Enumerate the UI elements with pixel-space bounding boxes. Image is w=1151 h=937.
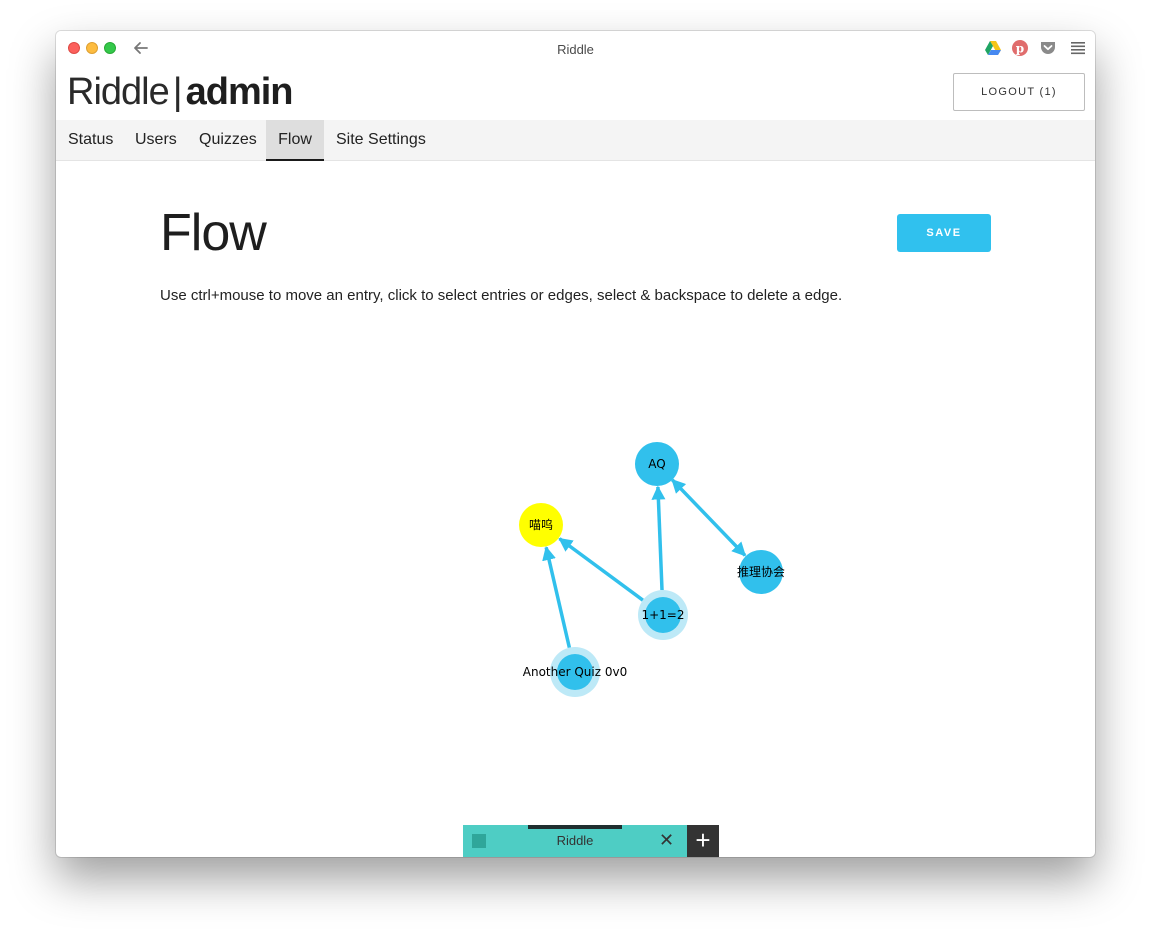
svg-text:p: p	[1016, 42, 1024, 56]
site-logo[interactable]: Riddle|admin	[67, 71, 294, 113]
node-circle[interactable]	[519, 503, 563, 547]
title-bar: Riddle p	[56, 31, 1095, 67]
node-label: 1+1=2	[641, 608, 684, 622]
bottom-dock: Riddle ✕ +	[463, 825, 719, 857]
node-circle[interactable]	[635, 442, 679, 486]
logout-button[interactable]: LOGOUT (1)	[953, 73, 1085, 111]
graph-node-another[interactable]: Another Quiz 0v0	[523, 647, 627, 697]
save-button[interactable]: SAVE	[897, 214, 991, 252]
tab-users[interactable]: Users	[135, 131, 177, 148]
pocket-icon[interactable]	[1039, 39, 1057, 57]
minimize-window-button[interactable]	[86, 42, 98, 54]
dock-tab-indicator	[528, 825, 622, 829]
tab-flow[interactable]: Flow	[266, 120, 324, 161]
graph-node-tuili[interactable]: 推理协会	[737, 550, 785, 594]
browser-window: Riddle p Riddle|admin LOGOUT (1) Status …	[56, 31, 1095, 857]
logo-text-admin: admin	[185, 71, 294, 113]
graph-edge-another-miaowu[interactable]	[542, 546, 572, 649]
tab-favicon-icon	[472, 834, 486, 848]
graph-edge-onetwo-aq[interactable]	[651, 485, 666, 591]
back-arrow-icon[interactable]	[132, 39, 150, 57]
close-icon[interactable]: ✕	[659, 830, 675, 850]
tab-status[interactable]: Status	[68, 131, 114, 148]
node-circle[interactable]	[557, 654, 593, 690]
graph-edge-aq-tuili[interactable]	[670, 478, 747, 557]
close-window-button[interactable]	[68, 42, 80, 54]
dock-tab-riddle[interactable]: Riddle ✕	[463, 825, 687, 857]
graph-node-onetwo[interactable]: 1+1=2	[638, 590, 688, 640]
graph-edge-onetwo-miaowu[interactable]	[558, 537, 644, 602]
graph-node-aq[interactable]: AQ	[635, 442, 679, 486]
page-title: Flow	[160, 204, 267, 262]
tab-site-settings[interactable]: Site Settings	[336, 131, 426, 148]
node-label: 推理协会	[737, 564, 785, 579]
admin-nav: Status Users Quizzes Flow Site Settings	[56, 120, 1095, 161]
tab-quizzes[interactable]: Quizzes	[199, 131, 257, 148]
node-label: 喵呜	[529, 517, 553, 532]
add-tab-button[interactable]: +	[687, 825, 719, 857]
node-label: Another Quiz 0v0	[523, 665, 627, 679]
graph-node-miaowu[interactable]: 喵呜	[519, 503, 563, 547]
logo-text-riddle: Riddle	[67, 71, 170, 113]
dock-tab-label: Riddle	[556, 833, 594, 848]
logo-separator: |	[172, 71, 183, 113]
pinterest-icon[interactable]: p	[1011, 39, 1029, 57]
window-title: Riddle	[557, 42, 594, 57]
menu-icon[interactable]	[1069, 39, 1087, 57]
instructions-text: Use ctrl+mouse to move an entry, click t…	[160, 287, 843, 304]
node-label: AQ	[648, 457, 665, 471]
zoom-window-button[interactable]	[104, 42, 116, 54]
node-circle[interactable]	[645, 597, 681, 633]
google-drive-icon[interactable]	[984, 39, 1002, 57]
node-circle[interactable]	[739, 550, 783, 594]
